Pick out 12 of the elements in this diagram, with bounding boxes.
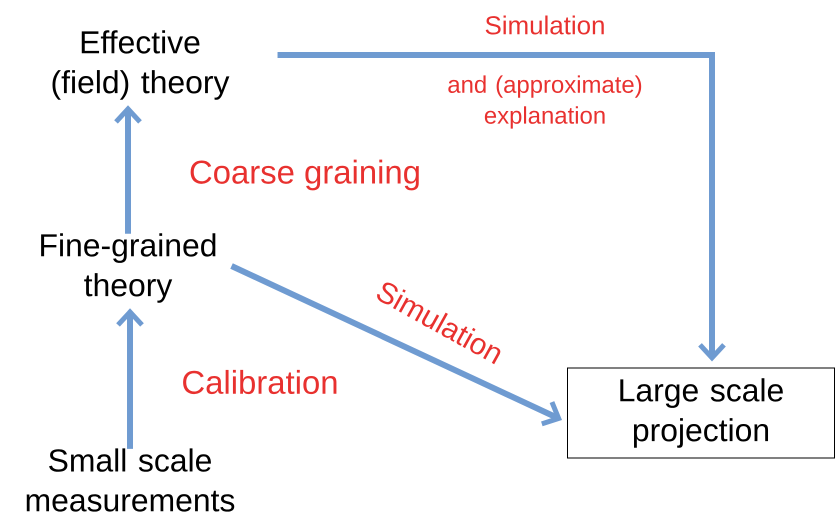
projection-box: Large scale projection: [567, 368, 835, 458]
theory-text: Fine-grained theory: [41, 233, 216, 303]
arrow: [278, 52, 726, 362]
arrow: [116, 308, 144, 449]
theory-text: Effective (field) theory: [52, 30, 230, 100]
arrow: [114, 105, 142, 234]
note-text: and (approximate) explanation: [448, 75, 642, 129]
edge-label: Coarse graining: [190, 160, 419, 190]
edge-label: Simulation: [486, 16, 604, 34]
arrow: [230, 263, 562, 426]
measurement-text: Small scale measurements: [26, 448, 234, 512]
edge-label: Calibration: [183, 370, 336, 394]
